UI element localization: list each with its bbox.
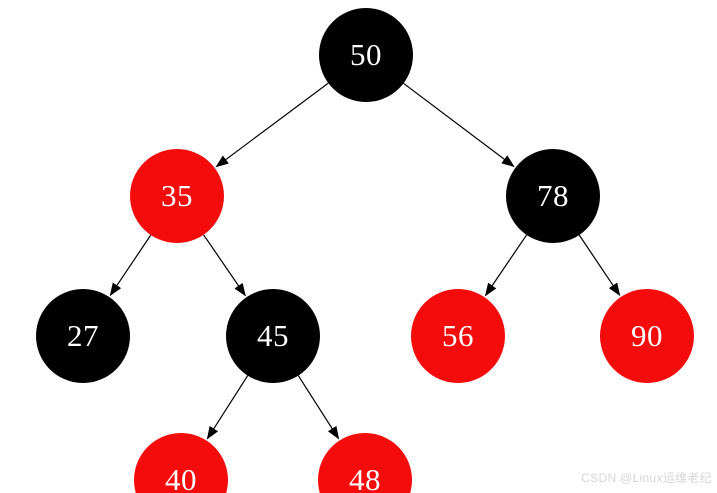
tree-node-label: 40	[165, 462, 197, 493]
tree-node-label: 90	[631, 318, 663, 353]
watermark: CSDN @Linux运维老纪	[581, 471, 712, 485]
tree-node-45: 45	[226, 289, 320, 383]
tree-edge-78-90	[578, 234, 621, 297]
tree-edge-35-45	[203, 234, 246, 297]
tree-edge-50-35	[215, 82, 329, 168]
tree-node-48: 48	[318, 433, 412, 493]
tree-node-label: 27	[67, 318, 99, 353]
tree-node-56: 56	[411, 289, 505, 383]
tree-node-35: 35	[130, 149, 224, 243]
tree-node-90: 90	[600, 289, 694, 383]
tree-edge-45-40	[206, 375, 249, 440]
tree-node-50: 50	[319, 8, 413, 102]
tree-node-label: 56	[442, 318, 474, 353]
tree-node-78: 78	[506, 149, 600, 243]
tree-node-27: 27	[36, 289, 130, 383]
tree-node-label: 45	[257, 318, 289, 353]
tree-node-label: 78	[537, 178, 569, 213]
tree-edge-35-27	[109, 234, 152, 297]
tree-node-label: 35	[161, 178, 193, 213]
tree-edge-78-56	[484, 234, 528, 297]
tree-node-label: 50	[350, 37, 382, 72]
tree-edge-45-48	[297, 375, 340, 440]
tree-edge-50-78	[403, 82, 515, 168]
tree-node-40: 40	[134, 433, 228, 493]
tree-node-label: 48	[349, 462, 381, 493]
